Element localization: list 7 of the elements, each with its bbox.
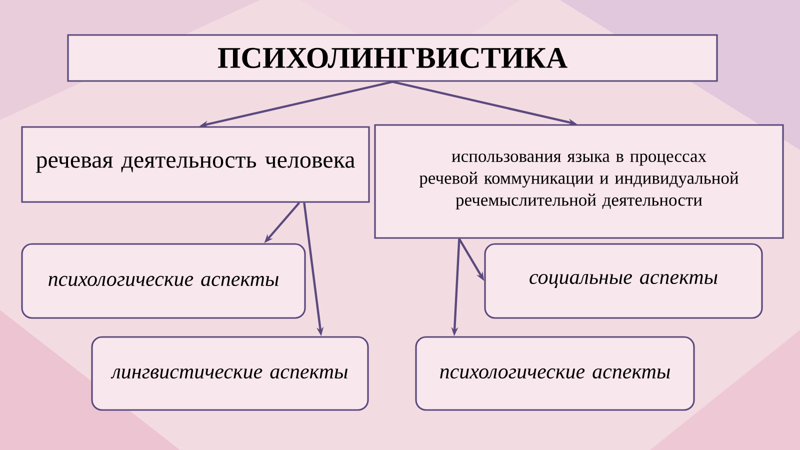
aspect-box: психологические аспекты: [415, 336, 695, 411]
title-box: ПСИХОЛИНГВИСТИКА: [67, 34, 718, 82]
topic-box: речевая деятельность человека: [21, 126, 370, 203]
topic-box: использования языка в процессах речевой коммуникации и индивидуальной речемыслительной деятельности: [374, 124, 784, 239]
aspect-box: психологические аспекты: [21, 243, 306, 319]
aspect-box: социальные аспекты: [484, 243, 763, 319]
aspect-box: лингвистические аспекты: [91, 336, 369, 411]
